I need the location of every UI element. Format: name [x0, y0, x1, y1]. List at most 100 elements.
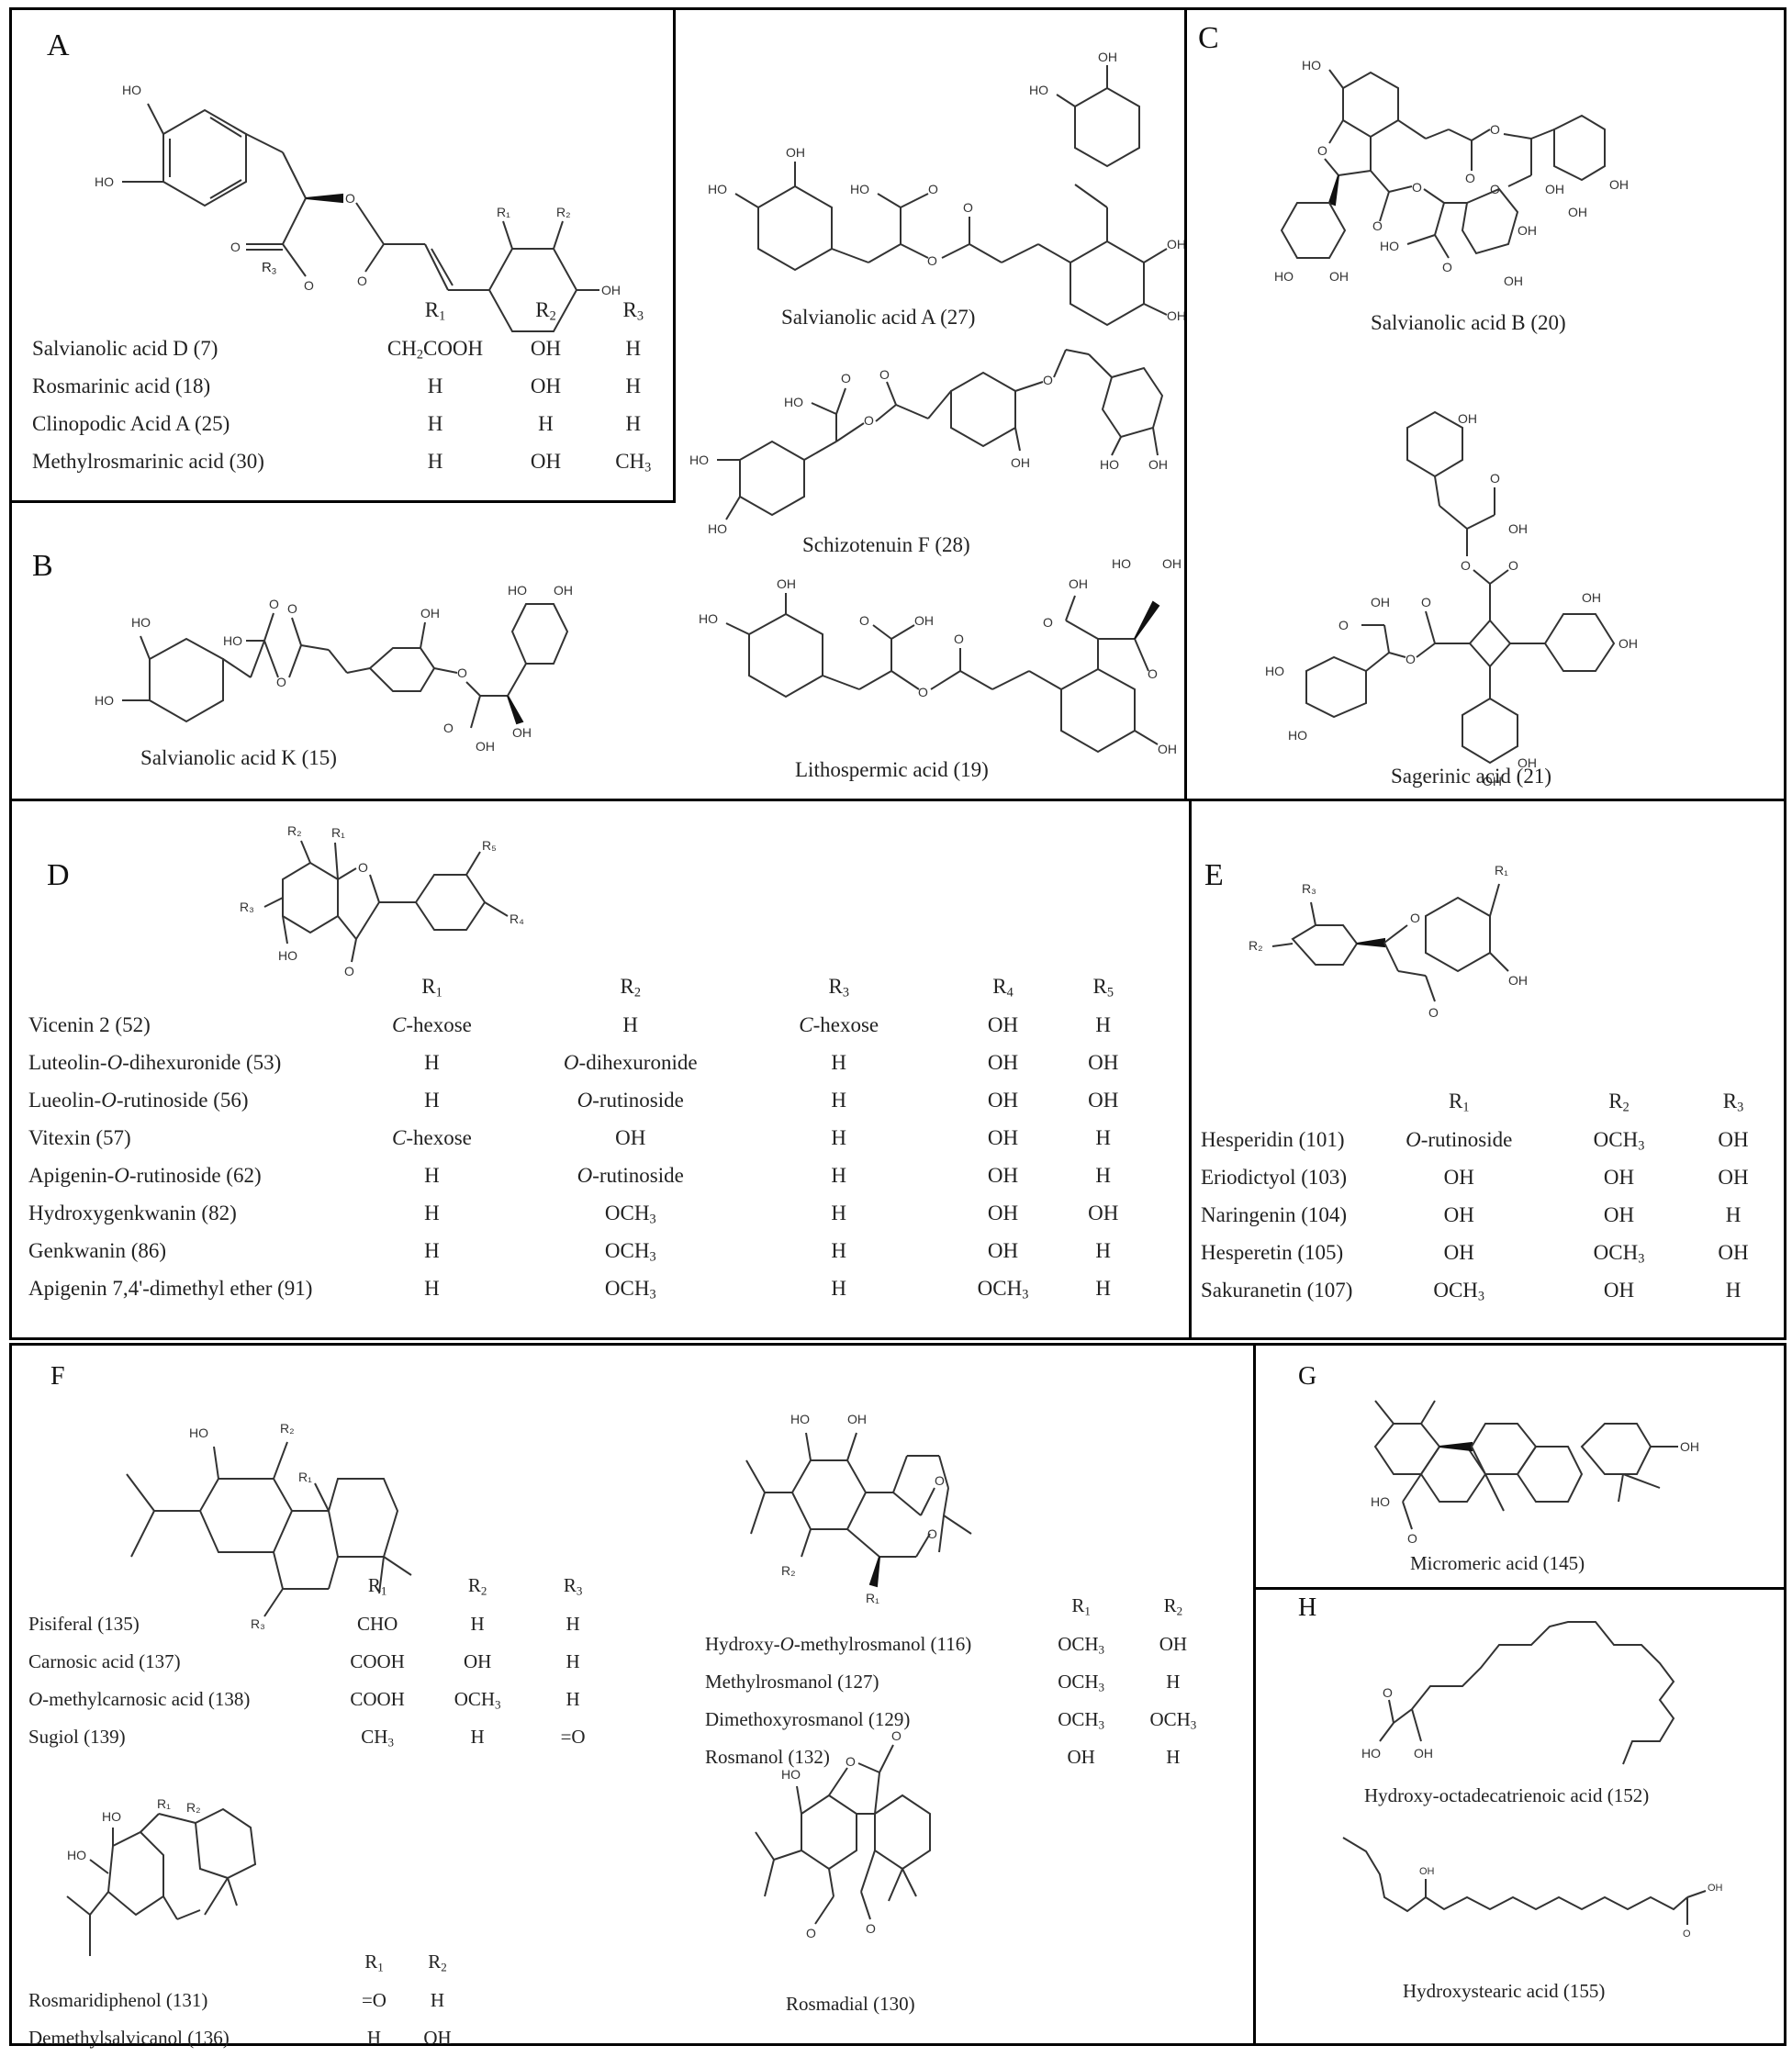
structure-hydroxystearic-acid: OH OH O — [1342, 1837, 1723, 1940]
svg-text:O: O — [443, 721, 454, 735]
table-header: R1 R2 R3 — [32, 290, 675, 330]
svg-text:R₁: R₁ — [1495, 863, 1508, 878]
compound-name-schizotenuin-f: Schizotenuin F (28) — [802, 533, 970, 556]
svg-text:HO: HO — [1371, 1494, 1390, 1509]
svg-text:OH: OH — [1371, 595, 1390, 609]
svg-text:O: O — [1412, 180, 1422, 195]
compound-name: Clinopodic Acid A (25) — [32, 411, 230, 435]
panel-middle-column: OH HO O HO O O OH OH OH HO Salvianolic a… — [673, 7, 1187, 801]
header-r4: R4 — [992, 974, 1014, 1001]
svg-text:O: O — [841, 371, 851, 386]
svg-text:R₁: R₁ — [298, 1470, 312, 1484]
compound-name: Rosmarinic acid (18) — [32, 374, 211, 397]
svg-text:HO: HO — [784, 395, 803, 409]
svg-text:OH: OH — [1508, 973, 1528, 988]
svg-text:O: O — [1317, 143, 1327, 158]
svg-text:O: O — [457, 665, 467, 680]
svg-text:O: O — [1490, 471, 1500, 486]
svg-text:OH: OH — [420, 606, 440, 620]
compound-name-salvianolic-acid-a: Salvianolic acid A (27) — [781, 306, 976, 329]
svg-text:O: O — [927, 253, 937, 268]
svg-text:OH: OH — [1582, 590, 1601, 605]
compound-name-micromeric-acid: Micromeric acid (145) — [1410, 1552, 1585, 1574]
header-r3: R3 — [828, 974, 849, 1001]
panel-label-a: A — [47, 28, 70, 62]
svg-text:HO: HO — [95, 693, 114, 708]
svg-text:OH: OH — [847, 1412, 867, 1426]
svg-text:O: O — [928, 182, 938, 196]
svg-text:HO: HO — [1265, 664, 1284, 678]
structure-micromeric-acid: HOO OH — [1371, 1400, 1699, 1546]
compound-name-hydroxy-octadecatrienoic-acid: Hydroxy-octadecatrienoic acid (152) — [1364, 1784, 1650, 1806]
r3-attachment-label: R3 — [262, 260, 277, 276]
svg-text:O: O — [1383, 1685, 1393, 1700]
structure-schizotenuin-f: HO HO HO O O O OH O HO OH — [689, 349, 1168, 536]
svg-text:O: O — [1442, 260, 1452, 274]
svg-text:R₂: R₂ — [287, 823, 302, 838]
svg-text:HO: HO — [122, 83, 141, 97]
panel-label-c: C — [1198, 21, 1219, 55]
svg-text:OH: OH — [1618, 636, 1638, 651]
svg-text:O: O — [1421, 595, 1431, 609]
svg-text:O: O — [344, 964, 354, 978]
structure-general-a: HO HO O O O O R₁ R₂ OH — [95, 83, 621, 332]
header-r2: R2 — [620, 974, 641, 1001]
svg-text:R₃: R₃ — [240, 900, 254, 914]
panel-label-h: H — [1298, 1593, 1317, 1622]
panel-label-d: D — [47, 858, 70, 892]
svg-text:O: O — [1372, 218, 1383, 233]
svg-text:O: O — [927, 1526, 937, 1541]
svg-text:OH: OH — [1545, 182, 1564, 196]
header-r2: R2 — [1608, 1089, 1630, 1115]
svg-text:OH: OH — [1329, 269, 1349, 284]
svg-text:OH: OH — [1419, 1866, 1435, 1877]
svg-text:O: O — [1406, 652, 1416, 666]
svg-text:HO: HO — [1112, 556, 1131, 571]
svg-text:O: O — [859, 613, 869, 628]
structure-salvianolic-acid-a: OH HO O HO O O OH OH OH HO — [708, 50, 1186, 327]
svg-text:OH: OH — [1069, 576, 1088, 591]
header-r2: R2 — [535, 297, 556, 324]
compound-name-sagerinic-acid: Sagerinic acid (21) — [1391, 765, 1551, 788]
svg-text:O: O — [1407, 1531, 1417, 1546]
svg-text:HO: HO — [67, 1848, 86, 1862]
svg-text:HO: HO — [278, 948, 297, 963]
svg-text:O: O — [1410, 911, 1420, 925]
compound-name: Methylrosmarinic acid (30) — [32, 449, 264, 473]
svg-text:O: O — [287, 601, 297, 616]
svg-text:OH: OH — [1158, 742, 1177, 756]
svg-text:O: O — [806, 1926, 816, 1940]
svg-text:O: O — [1461, 558, 1471, 573]
panel-label-b: B — [32, 549, 53, 583]
table-header: R1 R2 — [364, 1951, 447, 1974]
panel-f: F HO R₂ R₁ R₃ R1 R2 R3 Pisiferal (135)CH… — [9, 1343, 1256, 2049]
svg-text:O: O — [935, 1473, 945, 1488]
svg-text:HO: HO — [781, 1767, 801, 1782]
svg-text:O: O — [846, 1754, 856, 1769]
svg-text:OH: OH — [777, 576, 796, 591]
svg-text:R₅: R₅ — [482, 838, 497, 853]
compound-name-salvianolic-acid-k: Salvianolic acid K (15) — [140, 746, 337, 769]
svg-text:HO: HO — [689, 453, 709, 467]
svg-text:R₃: R₃ — [1302, 881, 1316, 896]
svg-text:HO: HO — [508, 583, 527, 598]
svg-text:HO: HO — [850, 182, 869, 196]
panel-label-e: E — [1204, 858, 1224, 892]
panel-a: A HO HO O O O O R₁ R₂ OH R3 R1 R2 R3 Sal… — [9, 7, 681, 508]
svg-text:HO: HO — [223, 633, 242, 648]
svg-text:HO: HO — [131, 615, 151, 630]
svg-text:O: O — [1490, 182, 1500, 196]
